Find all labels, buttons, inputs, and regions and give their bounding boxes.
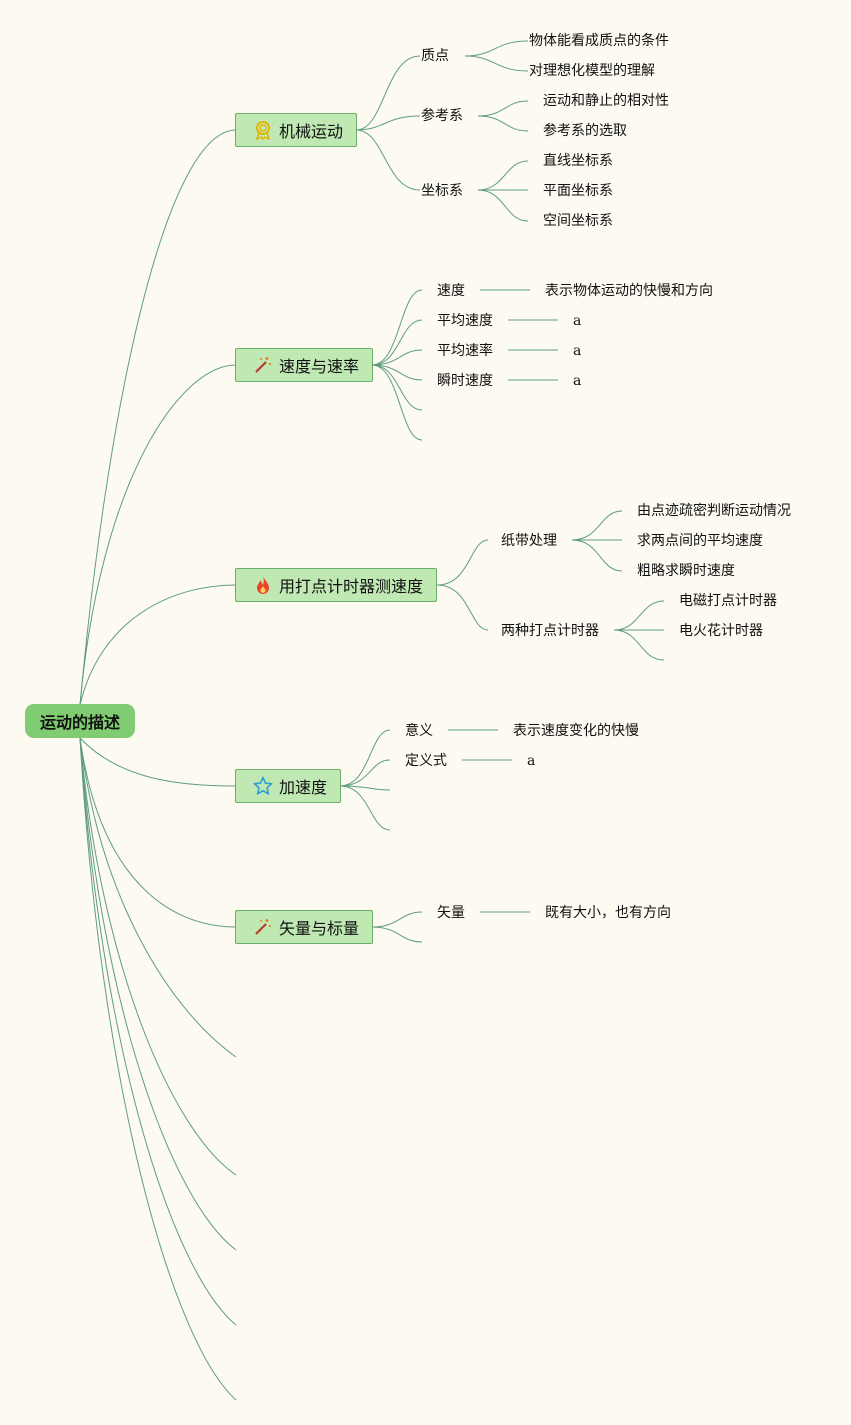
leaf-item[interactable]: 电磁打点计时器 [679,593,777,609]
subtopic-reference-frame[interactable]: 参考系 [421,108,463,124]
connector [436,539,489,586]
connector [371,319,423,366]
subtopic-vector[interactable]: 矢量 [437,905,465,921]
leaf-item[interactable]: 空间坐标系 [543,213,613,229]
leaf-item[interactable]: 平面坐标系 [543,183,613,199]
star-icon [253,776,273,796]
leaf-item[interactable]: 表示速度变化的快慢 [513,723,639,739]
connector [79,737,237,1326]
subtopic-tape-processing[interactable]: 纸带处理 [501,533,557,549]
connector [477,100,529,117]
connector [371,926,423,943]
connector [371,364,423,411]
leaf-item[interactable]: 既有大小，也有方向 [545,905,671,921]
connector [371,364,423,381]
connector [79,364,237,706]
subtopic-two-timers[interactable]: 两种打点计时器 [501,623,599,639]
connector [339,785,391,831]
root-label: 运动的描述 [39,713,120,732]
topic-label: 机械运动 [279,122,344,141]
topic-velocity-and-speed[interactable]: 速度与速率 [235,348,373,382]
leaf-item[interactable]: 由点迹疏密判断运动情况 [637,503,791,519]
connector [571,539,623,572]
topic-label: 用打点计时器测速度 [279,577,424,596]
leaf-item[interactable]: a [573,373,582,389]
subtopic-instantaneous-velocity[interactable]: 瞬时速度 [437,373,493,389]
leaf-item[interactable]: a [573,343,582,359]
connector [79,737,237,1058]
connector [355,129,421,191]
leaf-item[interactable]: 粗略求瞬时速度 [637,563,735,579]
medal-icon [253,120,273,141]
magic-wand-icon [253,917,273,937]
connector [79,737,237,928]
connector [355,55,421,131]
connector [613,600,665,631]
subtopic-coordinate-system[interactable]: 坐标系 [421,183,463,199]
connector [79,737,237,1251]
connector [339,729,391,787]
connector [464,55,529,72]
connector [339,759,391,787]
connector [571,510,623,541]
connector [79,737,237,1176]
leaf-item[interactable]: 电火花计时器 [679,623,763,639]
connector [79,737,237,787]
connector [613,629,665,661]
connector [477,115,529,132]
subtopic-definition[interactable]: 定义式 [405,753,447,769]
connector [371,364,423,441]
connector [355,115,421,131]
subtopic-particle[interactable]: 质点 [421,48,449,64]
connector [371,289,423,366]
magic-wand-icon [253,355,273,375]
topic-label: 速度与速率 [279,357,360,376]
leaf-item[interactable]: 参考系的选取 [543,123,627,139]
subtopic-meaning[interactable]: 意义 [405,723,433,739]
fire-icon [253,575,273,595]
subtopic-average-velocity[interactable]: 平均速度 [437,313,493,329]
leaf-item[interactable]: 表示物体运动的快慢和方向 [545,283,713,299]
connector [371,349,423,366]
topic-timer-measurement[interactable]: 用打点计时器测速度 [235,568,437,602]
leaf-item[interactable]: 物体能看成质点的条件 [529,33,669,49]
connector [436,584,489,631]
subtopic-velocity[interactable]: 速度 [437,283,465,299]
topic-label: 矢量与标量 [279,919,360,938]
leaf-item[interactable]: 对理想化模型的理解 [529,63,655,79]
leaf-item[interactable]: 求两点间的平均速度 [637,533,763,549]
connector [79,737,237,1401]
topic-label: 加速度 [279,778,328,797]
topic-vectors-and-scalars[interactable]: 矢量与标量 [235,910,373,944]
topic-acceleration[interactable]: 加速度 [235,769,341,803]
connector [464,40,529,57]
connector [477,189,529,222]
connector [79,129,237,706]
connector [79,584,237,706]
connector [477,160,529,191]
leaf-item[interactable]: 运动和静止的相对性 [543,93,669,109]
subtopic-average-speed[interactable]: 平均速率 [437,343,493,359]
leaf-item[interactable]: a [527,753,536,769]
root-topic[interactable]: 运动的描述 [25,704,135,738]
topic-mechanical-motion[interactable]: 机械运动 [235,113,357,147]
leaf-item[interactable]: 直线坐标系 [543,153,613,169]
connector [371,911,423,928]
leaf-item[interactable]: a [573,313,582,329]
connector [339,785,391,791]
